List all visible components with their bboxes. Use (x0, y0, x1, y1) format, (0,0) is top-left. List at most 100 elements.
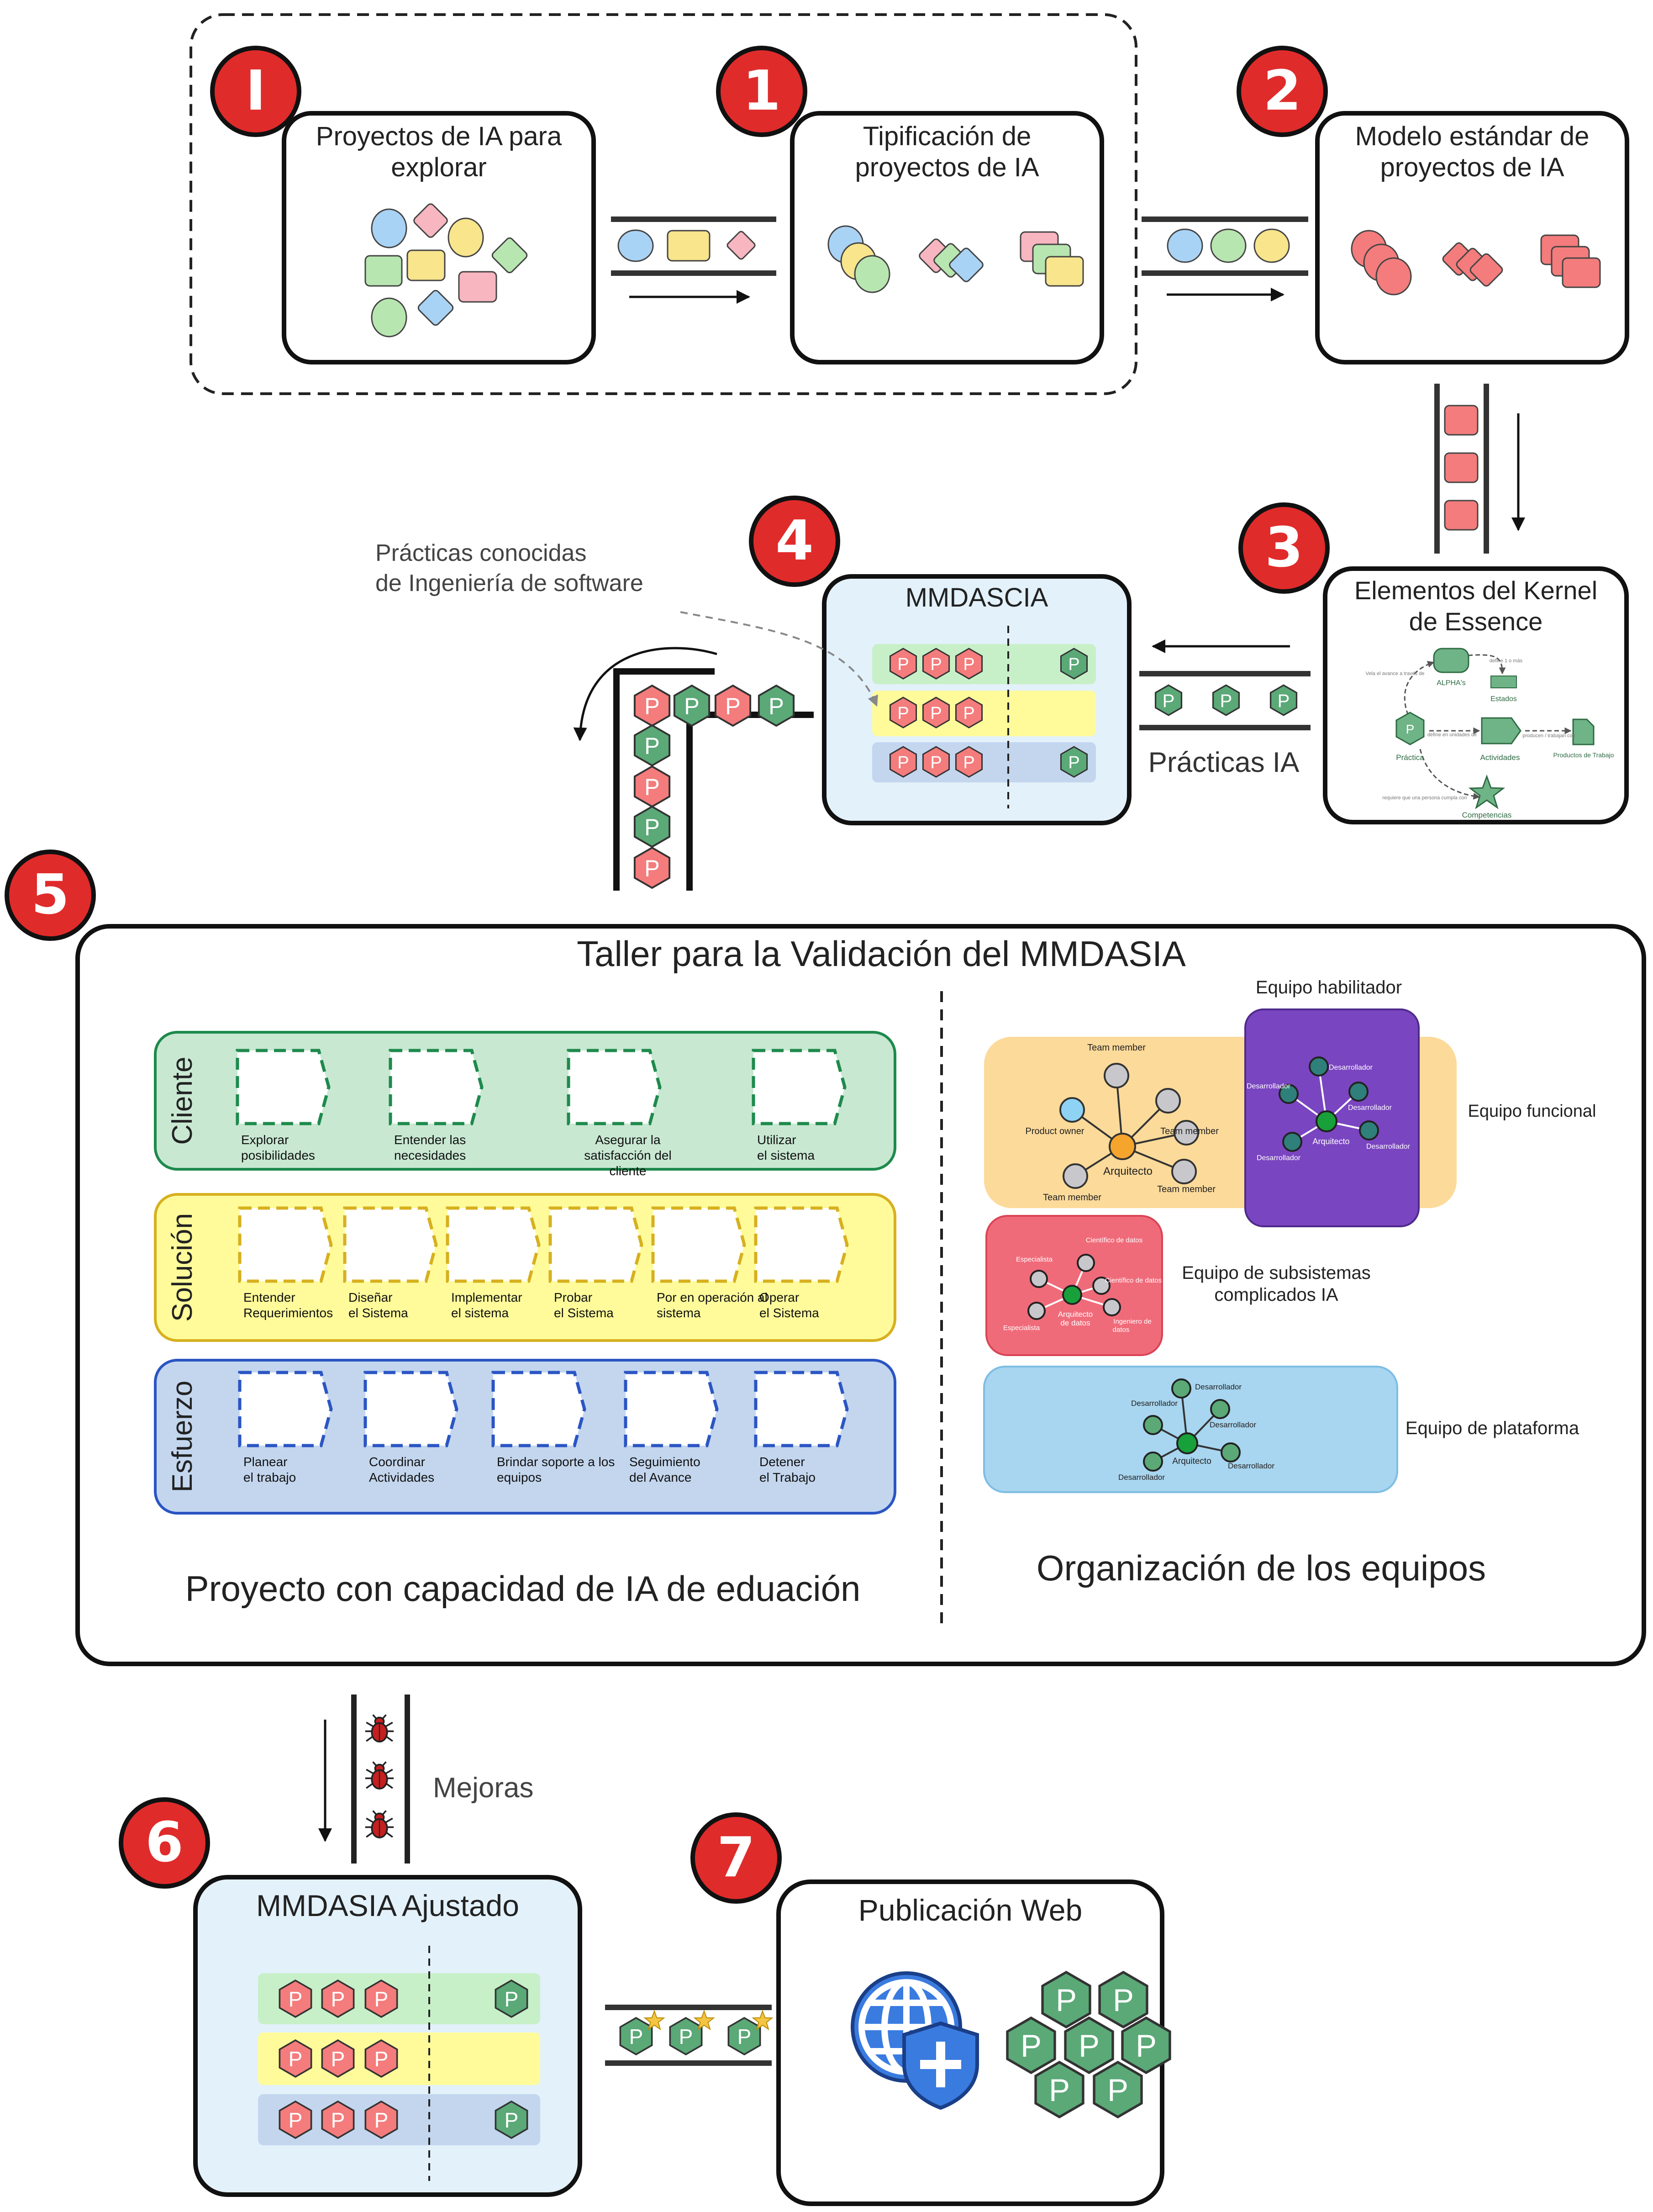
role-label: de datos (1060, 1319, 1090, 1327)
practice-letter: P (505, 2108, 519, 2132)
practice-letter: P (644, 774, 660, 800)
practice-hexagon: P (889, 648, 917, 680)
lane-esfuerzo-label: Esfuerzo (167, 1381, 198, 1493)
practice-letter: P (374, 1987, 389, 2011)
practice-hexagon: P (922, 697, 950, 729)
practice-hexagon: P (714, 684, 752, 727)
practice-letter: P (930, 704, 942, 723)
practice-hexagon: P (922, 648, 950, 680)
activity-label: Brindar soporte a los (497, 1455, 615, 1469)
practice-letter: P (1049, 2073, 1070, 2108)
step-badge-I: I (210, 46, 301, 137)
practice-hexagon: P (321, 2039, 355, 2078)
standard-shapes (1351, 230, 1601, 296)
team-subsistemas-label-1: Equipo de subsistemas (1182, 1263, 1371, 1283)
practice-letter: P (897, 655, 909, 674)
practice-letter: P (963, 704, 974, 723)
practice-letter: P (1068, 753, 1079, 772)
practice-hexagon: P (758, 684, 795, 727)
practice-p: P (1163, 691, 1175, 711)
box-6-title: MMDASIA Ajustado (256, 1889, 519, 1922)
kernel-estados: Estados (1490, 695, 1517, 703)
activity-label: Operar (759, 1290, 799, 1304)
practicas-ia-label: Prácticas IA (1148, 747, 1300, 778)
role-label: Desarrollador (1228, 1462, 1274, 1470)
practice-letter: P (963, 753, 974, 772)
practice-letter: P (1056, 1983, 1077, 2018)
practice-letter: P (737, 2025, 752, 2048)
typified-shapes (827, 225, 1084, 293)
box-7-title: Publicación Web (858, 1893, 1082, 1927)
role-label: Desarrollador (1195, 1383, 1242, 1391)
activity-label: el Trabajo (759, 1470, 816, 1484)
practice-letter: P (1107, 2073, 1128, 2108)
box-proyectos-explorar (282, 111, 596, 364)
activity-label: satisfacción del (584, 1148, 671, 1162)
activity-label: equipos (497, 1470, 542, 1484)
practice-letter: P (644, 733, 660, 759)
practice-hexagon: P (1093, 2060, 1143, 2119)
role-label: datos (1113, 1326, 1130, 1334)
competencias-shape (1468, 774, 1506, 809)
step-badge-s4: 4 (749, 496, 840, 587)
role-label: Arquitecto (1172, 1457, 1211, 1466)
activity-label: Requerimientos (243, 1306, 333, 1320)
alpha-shape (1433, 648, 1469, 673)
practice-letter: P (289, 2047, 303, 2071)
practice-letter: P (331, 2108, 345, 2132)
practice-hexagon: P (955, 697, 983, 729)
star-icon (643, 2010, 665, 2031)
kernel-edge-define: define 1 o más (1490, 658, 1523, 664)
practice-letter: P (505, 1987, 519, 2011)
practice-letter: P (769, 693, 784, 719)
practice-hexagon: P (279, 2039, 312, 2078)
activity-label: necesidades (394, 1148, 466, 1162)
activity-label: Planear (243, 1455, 288, 1469)
activity-label: posibilidades (241, 1148, 315, 1162)
practice-letter: P (684, 693, 700, 719)
activity-label: sistema (657, 1306, 701, 1320)
box-4-title: MMDASCIA (905, 583, 1048, 612)
role-label: Product owner (1026, 1126, 1084, 1136)
step-badge-number: 7 (717, 1826, 755, 1890)
activity-label: Asegurar la (595, 1133, 661, 1147)
practice-letter: P (963, 655, 974, 674)
box-I-title-1: Proyectos de IA para (316, 121, 562, 151)
kernel-edge-competencias: requiere que una persona cumpla con (1382, 795, 1467, 801)
starred-practice: P (727, 2017, 761, 2056)
step-badge-number: 6 (145, 1811, 184, 1874)
box-tipificacion (790, 111, 1104, 364)
role-label: Team member (1087, 1043, 1146, 1053)
activity-label: Implementar (451, 1290, 522, 1304)
role-label: Científico de datos (1086, 1236, 1142, 1244)
step-badge-number: I (246, 59, 266, 123)
kernel-competencias: Competencias (1462, 811, 1512, 819)
practice-letter: P (1113, 1983, 1134, 2018)
flow-connector-5-6: Mejoras (318, 1695, 534, 1864)
practice-letter: P (289, 2108, 303, 2132)
activity-label: Explorar (241, 1133, 289, 1147)
practice-hexagon: P (279, 2100, 312, 2139)
role-label: Desarrollador (1257, 1154, 1301, 1162)
practice-hexagon: P (321, 2100, 355, 2139)
step-badge-number: 4 (775, 509, 814, 573)
box-3-title-1: Elementos del Kernel (1354, 576, 1597, 605)
teams-organization: Equipo habilitador Equipo funcional Equi… (983, 977, 1596, 1493)
practica-shape (1395, 712, 1425, 745)
star-icon (752, 2010, 774, 2031)
activity-label: Coordinar (369, 1455, 425, 1469)
practice-hexagon: P (364, 2039, 398, 2078)
activity-label: el Sistema (554, 1306, 614, 1320)
activity-label: cliente (610, 1164, 647, 1178)
practice-hexagon: P (1098, 1970, 1148, 2029)
team-plataforma-bg (983, 1366, 1398, 1493)
